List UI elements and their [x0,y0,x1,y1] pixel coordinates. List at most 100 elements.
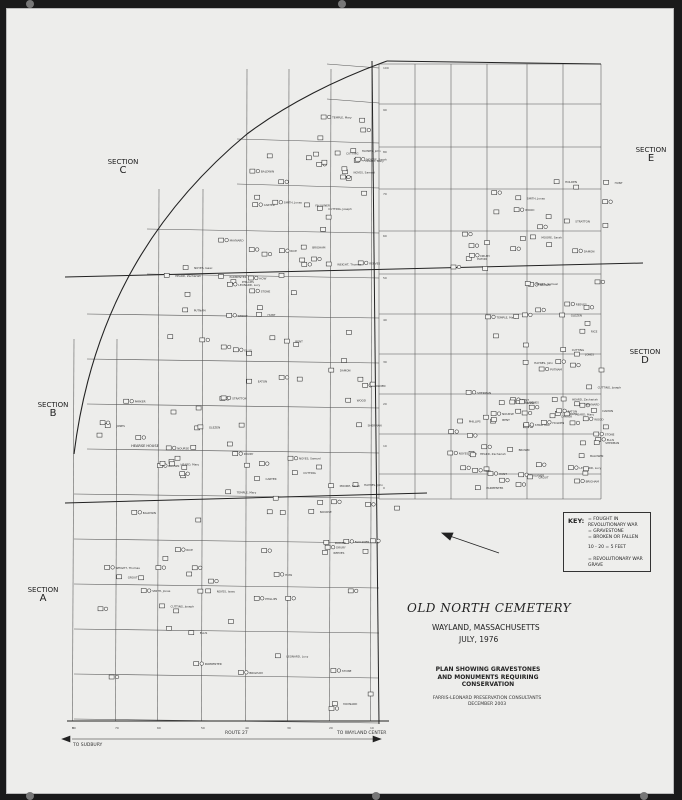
grave-marker [193,661,199,666]
grave-name: REEVES [576,303,587,307]
grave-marker [582,470,589,476]
grave-marker [523,422,530,427]
grave-name: PARMENTER [230,275,247,279]
revolutionary-marker [578,248,583,253]
grave-marker [316,464,322,470]
grid-line [146,228,380,234]
grave-name: TEMPLE, Mary [236,490,257,494]
grave-marker [564,301,571,307]
grave-marker [254,476,260,481]
grave-marker [306,155,312,161]
grave-marker [553,179,560,184]
grave-name: JONES [584,353,594,357]
grave-name: REEVES [369,261,380,265]
grave-marker [549,413,556,419]
grave-marker [493,209,500,215]
grave-marker [513,207,520,212]
grave-marker [450,264,457,270]
grave-name: DRURY [480,254,490,258]
cemetery-boundary-arc [73,60,388,455]
map-location: WAYLAND, MASSACHUSETTS [432,623,540,632]
grave-marker [602,199,608,204]
grave-marker [536,462,542,467]
grave-marker [308,509,315,514]
grave-name: LEONARD, Lucy [286,654,308,658]
grave-name: NOYES, Samuel [536,282,558,286]
tick-label: 0 [383,486,385,490]
grave-marker [261,251,268,257]
grid-line [72,338,75,722]
grave-marker [244,462,250,468]
tick-label: 10 [370,726,374,730]
revolutionary-marker [293,456,299,461]
grave-marker [140,588,147,593]
north-arrow [440,532,500,554]
grave-marker [572,248,578,254]
grave-marker [362,383,368,388]
grave-marker [175,547,181,552]
grave-marker [233,347,239,353]
grave-marker [324,544,331,550]
grave-marker [226,313,232,318]
revolutionary-marker [570,301,575,307]
grave-marker [573,184,579,190]
grave-marker [218,237,224,243]
grave-name: LEONARD, Lucy [579,466,601,470]
grave-name: RICE [290,249,297,253]
grave-name: CARTER [561,414,572,418]
grave-marker [519,399,525,405]
grid-line [157,188,160,722]
grave-marker [499,477,505,483]
revolutionary-marker [361,157,366,162]
tick-label: 60 [383,234,387,238]
grave-marker [580,440,586,446]
grave-name: SHERMAN [605,441,619,445]
grave-marker [232,451,238,456]
grave-name: SMITH, Jonas [527,196,546,200]
grave-marker [462,231,468,237]
grave-name: CARTER [266,477,277,481]
grave-name: WEIGHT, Thomas [116,566,141,570]
grave-name: BROWN [540,283,551,287]
grave-marker [296,376,303,382]
grave-name: HAYNES, John [364,483,383,487]
grave-marker [197,588,204,594]
grave-marker [493,333,499,339]
grave-marker [162,556,169,561]
grave-marker [507,447,513,452]
grave-marker [285,596,291,601]
grave-marker [559,312,565,318]
grave-marker [325,214,332,220]
tick-label: 100 [383,66,389,70]
grave-name: BRIGHAM [249,671,263,675]
grave-marker [191,565,198,571]
grave-name: BALDWIN [590,454,603,458]
grave-marker [556,408,562,414]
grave-marker [603,424,609,430]
grave-marker [259,461,265,466]
key-item-scale: 10 - 20 = 5 FEET [588,545,626,550]
revolutionary-marker [233,282,238,287]
grave-marker [369,381,376,387]
grave-marker [522,360,529,365]
revolutionary-marker [529,422,534,427]
revolutionary-marker [456,264,462,270]
grave-name: DRURY [244,452,254,456]
grave-marker [278,179,284,185]
revolutionary-marker [545,366,550,372]
grave-marker [227,282,233,287]
revolutionary-marker [349,539,354,544]
grave-marker [487,471,494,476]
grave-marker [467,433,473,438]
grave-name: MAYNARD [586,402,600,406]
grave-name: MOORE, Sarah [340,484,361,488]
tack [26,0,34,8]
grave-name: HEARD, Mary [575,412,594,416]
grave-name: STRATTON [232,396,247,400]
tick-label: 30 [287,726,291,730]
revolutionary-marker [205,337,210,342]
road-line [61,735,382,743]
